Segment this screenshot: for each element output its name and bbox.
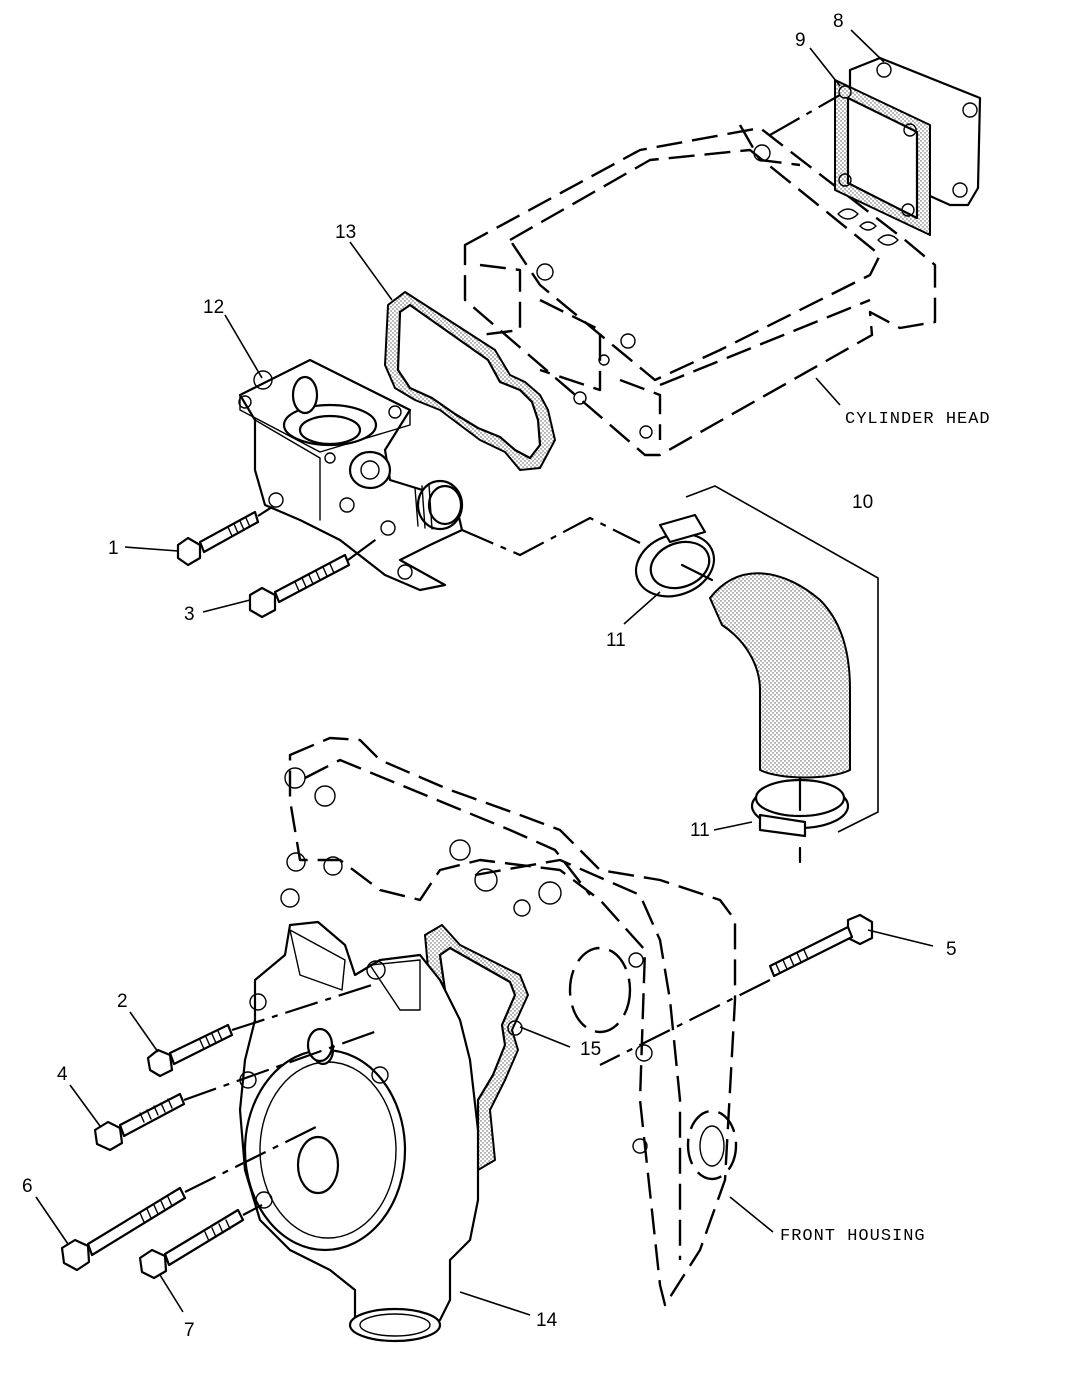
callout-11-lower: 11 <box>690 820 710 841</box>
centerline-bolt-5 <box>599 979 771 1066</box>
callout-9: 9 <box>795 30 806 51</box>
front-housing-label: FRONT HOUSING <box>780 1227 926 1246</box>
clamp-11-upper <box>634 513 716 598</box>
clamp-upper-axis <box>680 563 714 582</box>
callout-2: 2 <box>117 991 128 1012</box>
cylinder-head-label: CYLINDER HEAD <box>845 410 991 429</box>
callout-5: 5 <box>946 939 957 960</box>
centerline-bolt-7 <box>242 1204 263 1216</box>
water-pump-14 <box>238 920 523 1343</box>
callout-7: 7 <box>184 1320 195 1341</box>
bolt-7 <box>138 1208 245 1280</box>
callout-15: 15 <box>580 1039 601 1060</box>
bolt-3 <box>248 553 351 619</box>
centerline-hose <box>461 516 641 557</box>
centerline-bolt-6 <box>184 1124 321 1193</box>
bolt-2 <box>146 1023 234 1078</box>
gasket-9 <box>834 79 931 236</box>
gasket-13 <box>384 291 556 471</box>
callout-10: 10 <box>852 492 873 513</box>
centerline-bolt-3 <box>347 534 383 561</box>
bolt-6 <box>60 1186 187 1272</box>
callout-11-upper: 11 <box>606 630 626 651</box>
cylinder-head-fittings <box>837 208 899 246</box>
callout-1: 1 <box>108 538 119 559</box>
bolt-5 <box>768 913 874 978</box>
centerline-bolt-1 <box>257 506 273 517</box>
thermostat-housing-12 <box>238 358 464 592</box>
centerline-bolt-2 <box>231 983 373 1032</box>
centerline-bolt-4 <box>183 1028 381 1102</box>
callout-6: 6 <box>22 1176 33 1197</box>
callout-numbers: 1 3 8 9 12 13 10 11 11 2 4 5 6 7 14 15 <box>22 11 957 1341</box>
callout-13: 13 <box>335 222 356 243</box>
callout-4: 4 <box>57 1064 68 1085</box>
callout-12: 12 <box>203 297 224 318</box>
centerline-cover <box>769 94 841 136</box>
leader-lines <box>35 29 934 1316</box>
callout-14: 14 <box>536 1310 558 1331</box>
hose-10 <box>709 572 851 779</box>
hose-kit-bracket-10 <box>685 485 879 833</box>
callout-8: 8 <box>833 11 844 32</box>
bolt-1 <box>176 510 260 567</box>
cylinder-head-outline <box>463 124 937 457</box>
bolt-4 <box>93 1092 186 1152</box>
callout-3: 3 <box>184 604 195 625</box>
front-housing-outline <box>280 736 738 1307</box>
